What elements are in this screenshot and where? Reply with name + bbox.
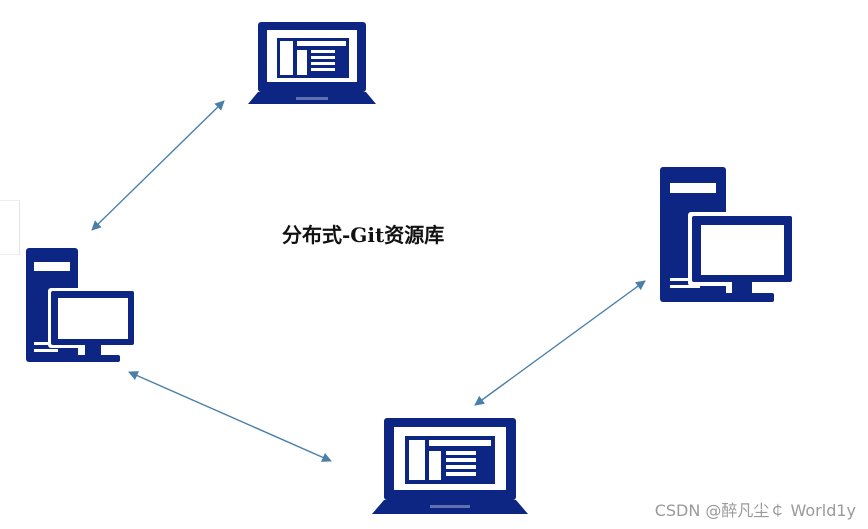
laptop-icon (248, 22, 376, 104)
left-edge-fragment (0, 200, 20, 255)
desktop-computer-icon (26, 248, 137, 362)
laptop-icon (372, 418, 528, 514)
bidirectional-arrow (128, 371, 332, 462)
bidirectional-arrow (474, 280, 646, 406)
bidirectional-arrow (91, 100, 225, 231)
desktop-computer-icon (660, 167, 796, 302)
diagram-title: 分布式-Git资源库 (282, 223, 445, 247)
csdn-watermark: CSDN @醉凡尘￠ World1y (654, 501, 856, 520)
